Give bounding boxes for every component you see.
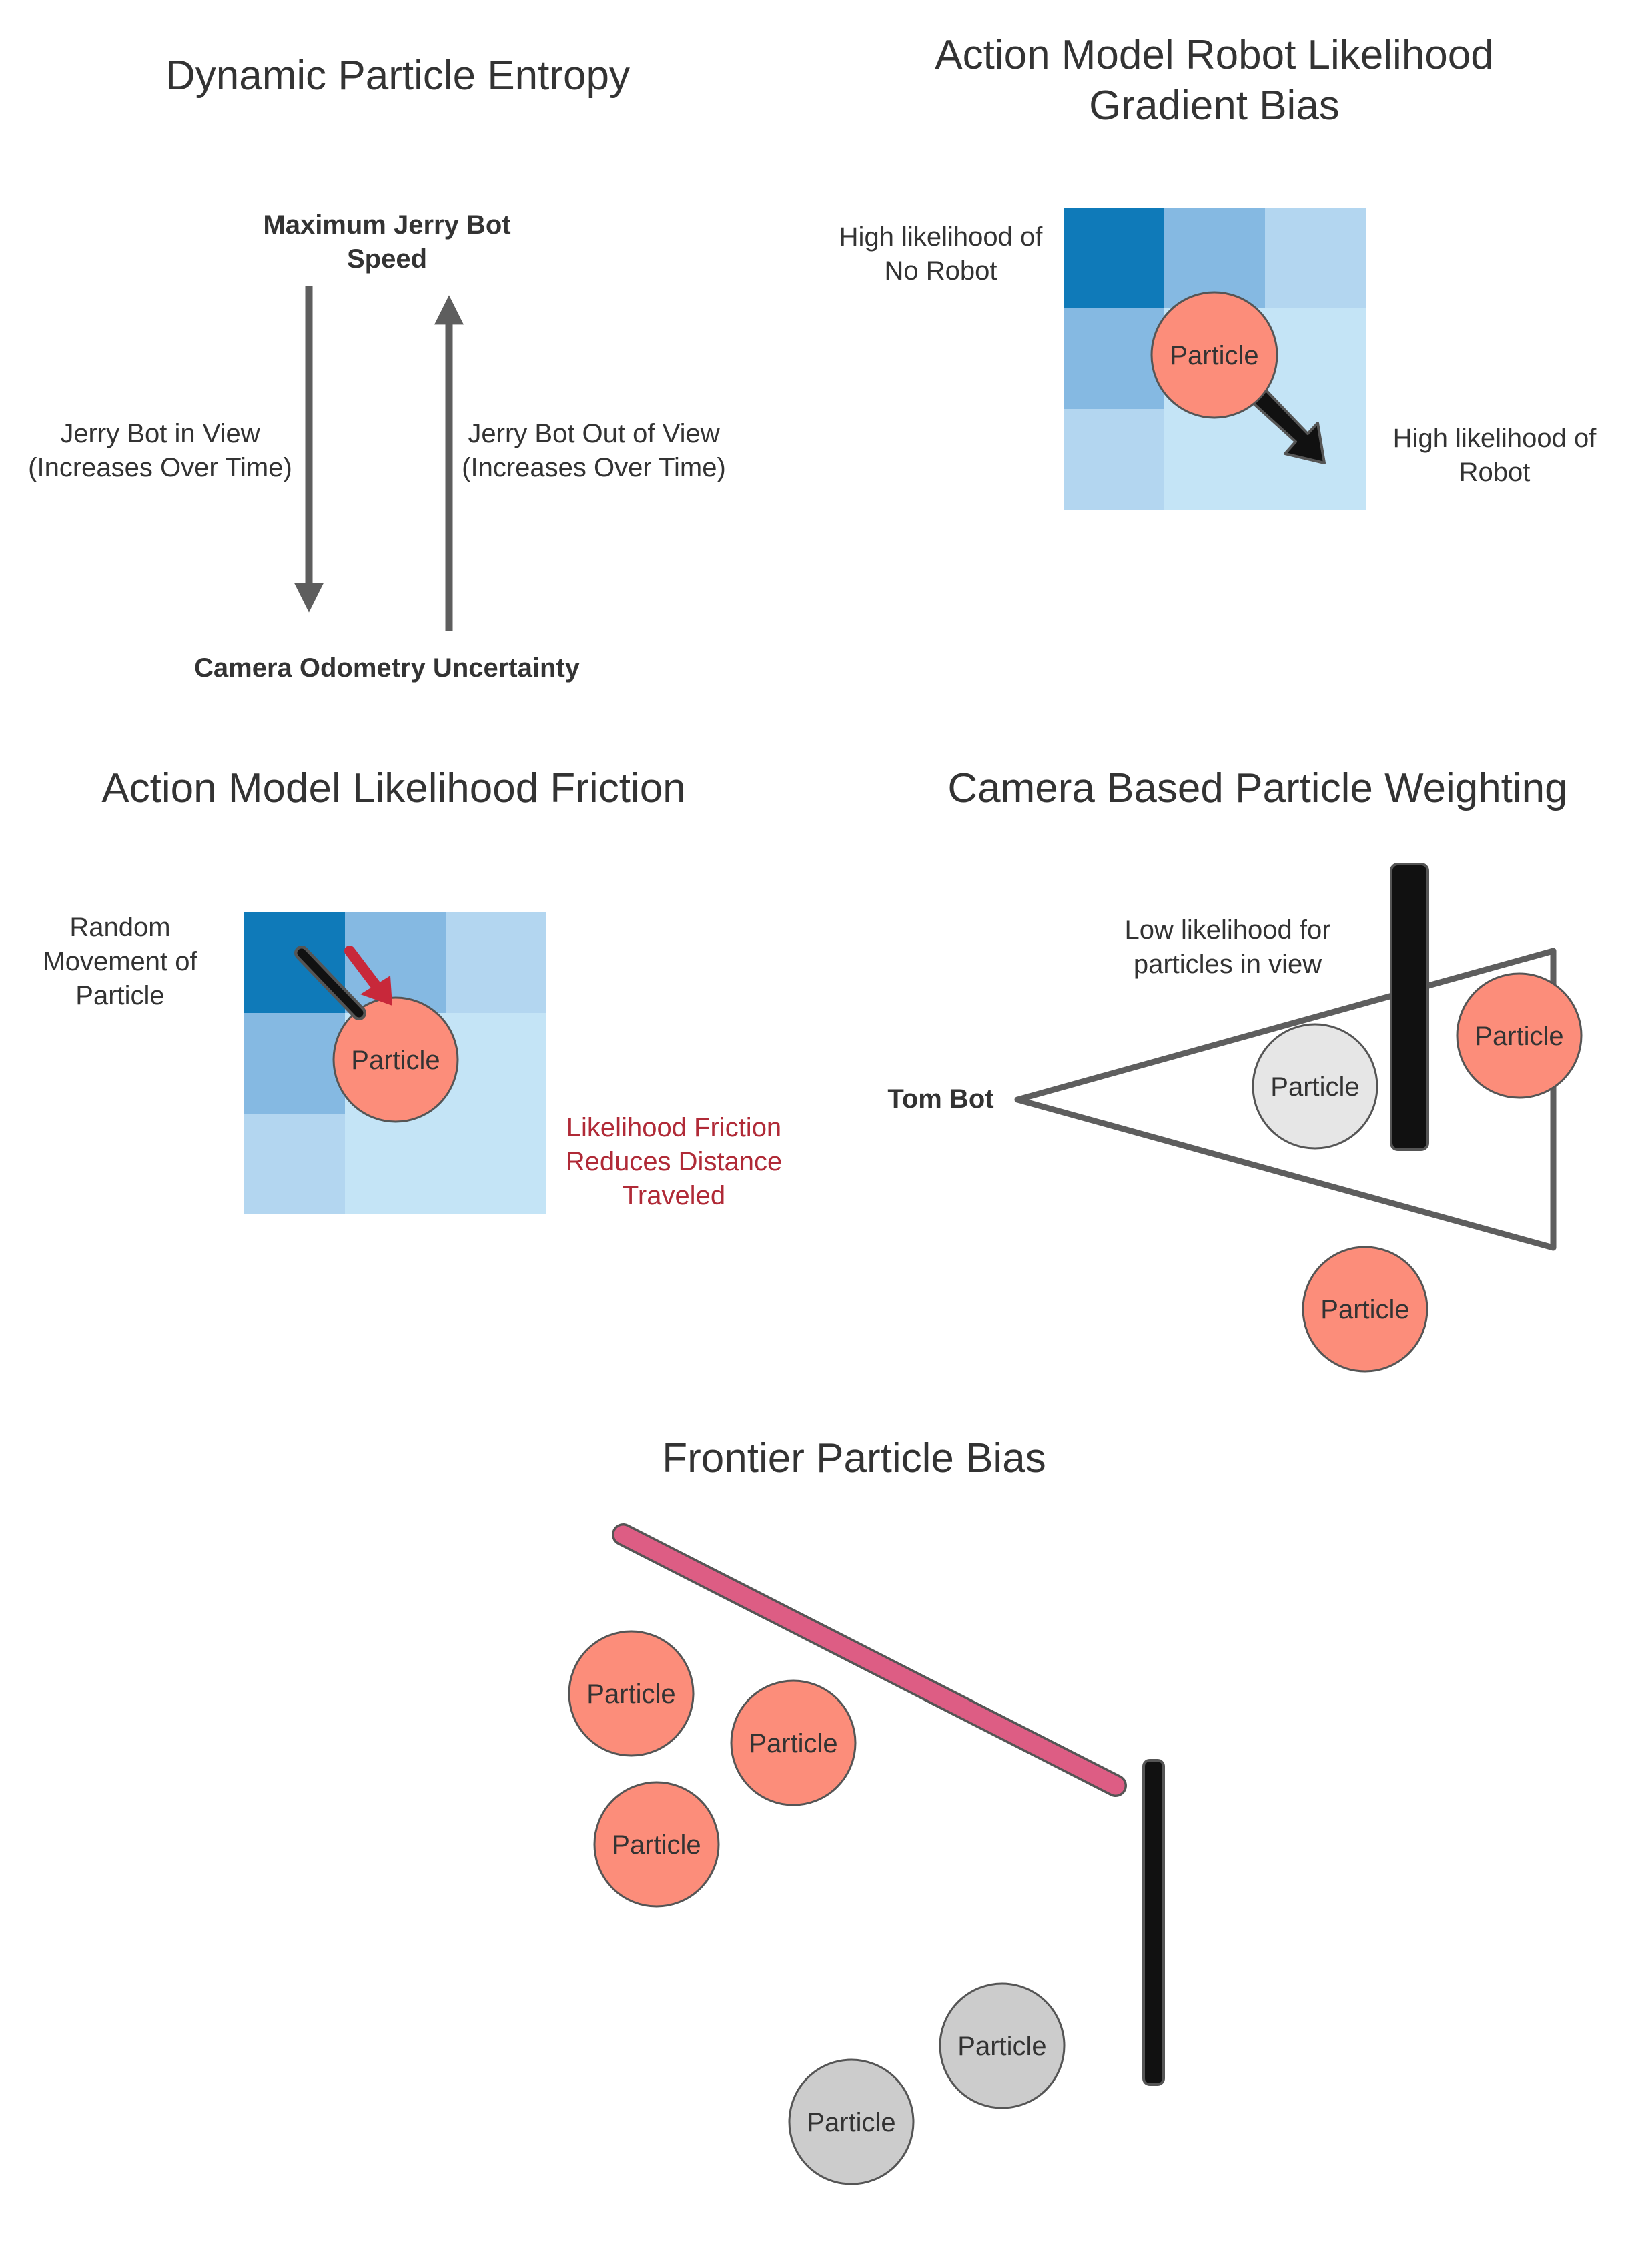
friction-line-2: Reduces Distance [565, 1146, 783, 1176]
particle-circle [568, 1630, 695, 1757]
no-robot-line-2: No Robot [884, 256, 997, 286]
gradient-bias-arrow [1245, 382, 1326, 464]
occluded-particle: Particle [1456, 972, 1583, 1099]
gradient-title-line-2: Gradient Bias [1089, 82, 1340, 129]
camera-wall [1390, 863, 1429, 1151]
jerry-in-view-line-1: Jerry Bot in View [60, 419, 260, 448]
low-likelihood-label: Low likelihood for particles in view [1094, 913, 1361, 982]
grid-cell [446, 1114, 546, 1214]
particle-label: Particle [807, 2108, 895, 2137]
friction-label: Likelihood Friction Reduces Distance Tra… [547, 1111, 801, 1212]
grid-cell [244, 912, 345, 1013]
grid-cell [1064, 308, 1164, 409]
grid-cell [244, 1013, 345, 1114]
random-line-3: Particle [75, 980, 165, 1010]
particle-circle [1302, 1246, 1428, 1373]
particle-label: Particle [749, 1729, 837, 1758]
outside-particle: Particle [1302, 1246, 1428, 1373]
in-view-particle: Particle [1252, 1023, 1378, 1150]
max-speed-label: Maximum Jerry Bot Speed [187, 208, 587, 276]
particle-circle [788, 2058, 915, 2185]
jerry-in-view-label: Jerry Bot in View (Increases Over Time) [7, 417, 314, 485]
frontier-particle: Particle [730, 1679, 857, 1806]
camera-view-cone [1014, 948, 1557, 1251]
random-line-2: Movement of [43, 946, 197, 976]
jerry-in-view-line-2: (Increases Over Time) [28, 452, 292, 482]
particle-label: Particle [1170, 341, 1258, 370]
particle-circle [332, 996, 459, 1123]
entropy-arrows [294, 286, 464, 631]
jerry-out-of-view-label: Jerry Bot Out of View (Increases Over Ti… [440, 417, 747, 485]
gradient-particle: Particle [1150, 291, 1278, 419]
particle-circle [939, 1982, 1066, 2109]
friction-arrow [344, 946, 392, 1006]
particle-circle [1252, 1023, 1378, 1150]
frontier-particle: Particle [593, 1781, 720, 1908]
no-robot-line-1: High likelihood of [839, 222, 1043, 252]
grid-cell [446, 912, 546, 1013]
friction-line-1: Likelihood Friction [566, 1113, 782, 1142]
low-likelihood-line-1: Low likelihood for [1124, 915, 1331, 945]
max-speed-line-2: Speed [346, 244, 428, 274]
camera-title: Camera Based Particle Weighting [947, 765, 1568, 811]
entropy-title: Dynamic Particle Entropy [165, 53, 631, 99]
friction-grid [244, 912, 546, 1214]
tom-bot-label: Tom Bot [887, 1084, 994, 1114]
particle-circle [1456, 972, 1583, 1099]
gradient-title-line-1: Action Model Robot Likelihood [935, 32, 1494, 78]
particle-circle [593, 1781, 720, 1908]
frontier-diagonal-wall [612, 1523, 1127, 1797]
frontier-particle: Particle [568, 1630, 695, 1757]
low-likelihood-line-2: particles in view [1133, 949, 1322, 979]
friction-line-3: Traveled [622, 1180, 726, 1210]
particle-label: Particle [351, 1046, 440, 1075]
grid-cell [446, 1013, 546, 1114]
frontier-title: Frontier Particle Bias [662, 1435, 1046, 1481]
grid-cell [1265, 208, 1366, 308]
particle-circle [730, 1679, 857, 1806]
no-robot-label: High likelihood of No Robot [807, 220, 1074, 288]
robot-line-2: Robot [1459, 457, 1531, 487]
jerry-out-view-line-1: Jerry Bot Out of View [468, 419, 720, 448]
particle-label: Particle [1475, 1022, 1563, 1051]
max-speed-line-1: Maximum Jerry Bot [263, 210, 511, 240]
grid-cell [345, 1114, 446, 1214]
grid-cell [1164, 409, 1265, 510]
random-movement-arrow [294, 946, 366, 1020]
odometry-label: Camera Odometry Uncertainty [194, 653, 580, 683]
jerry-out-view-line-2: (Increases Over Time) [462, 452, 726, 482]
particle-label: Particle [1320, 1295, 1409, 1325]
grid-cell [244, 1114, 345, 1214]
grid-cell [1064, 208, 1164, 308]
frontier-vertical-wall [1142, 1759, 1165, 2086]
particle-circle [1150, 291, 1278, 419]
hidden-particle: Particle [939, 1982, 1066, 2109]
friction-title: Action Model Likelihood Friction [101, 765, 686, 811]
particle-label: Particle [1270, 1072, 1359, 1102]
grid-cell [1265, 308, 1366, 409]
random-line-1: Random [69, 913, 171, 942]
random-movement-label: Random Movement of Particle [20, 911, 220, 1012]
particle-label: Particle [612, 1830, 701, 1860]
hidden-particle: Particle [788, 2058, 915, 2185]
gradient-title: Action Model Robot Likelihood Gradient B… [881, 30, 1548, 131]
grid-cell [1064, 409, 1164, 510]
particle-label: Particle [586, 1679, 675, 1709]
robot-line-1: High likelihood of [1392, 424, 1597, 453]
friction-particle: Particle [332, 996, 459, 1123]
particle-label: Particle [957, 2032, 1046, 2061]
robot-label: High likelihood of Robot [1361, 422, 1628, 490]
